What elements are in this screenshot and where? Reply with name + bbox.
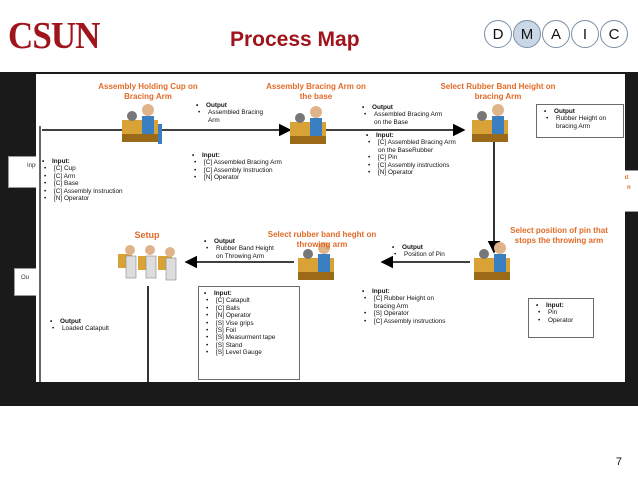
step-title-assembly-bracing-arm: Assembly Bracing Arm on the base <box>266 82 366 101</box>
input-item: [S] Operator <box>364 310 452 318</box>
input-item: Operator <box>538 317 592 325</box>
input-item: [N] Operator <box>44 195 123 203</box>
input-item: [C] Assembled Bracing Arm on the BaseRub… <box>368 139 458 154</box>
input-item: [N] Operator <box>194 174 288 182</box>
input-item: [C] Assembly instructions <box>364 318 452 326</box>
flow-arrows <box>39 123 501 382</box>
input-item: [C] Arm <box>44 173 123 181</box>
input-item: [S] Vise grips <box>206 320 298 328</box>
worker-icon-step4 <box>474 242 510 280</box>
worker-icon-step1 <box>122 104 162 144</box>
dmaic-c: C <box>600 20 628 48</box>
input-item: [S] Stand <box>206 342 298 350</box>
output-item: Position of Pin <box>394 251 472 259</box>
page-title: Process Map <box>230 28 360 51</box>
step-title-rubber-band-throwing: Select rubber band heght on throwing arm <box>267 230 377 249</box>
input-item: [C] Assembled Bracing Arm <box>194 159 288 167</box>
input-item: [C] Base <box>44 180 123 188</box>
output-block-step4: Output Position of Pin <box>392 244 472 259</box>
dmaic-m: M <box>513 20 541 48</box>
output-item: Loaded Catapult <box>52 325 140 333</box>
input-item: [C] Assembly Instruction <box>194 167 288 175</box>
output-item: Assembled Bracing Arm on the Base <box>364 111 450 126</box>
output-block-step2: Output Assembled Bracing Arm on the Base <box>362 104 450 126</box>
dmaic-a: A <box>542 20 570 48</box>
output-block-setup: Output Loaded Catapult <box>50 318 140 333</box>
output-block-step1: Output Assembled Bracing Arm <box>196 102 264 124</box>
input-item: [C] Cup <box>44 165 123 173</box>
output-block-step5: Output Rubber Band Height on Throwing Ar… <box>204 238 276 260</box>
input-block-step1: Input: [C] Cup [C] Arm [C] Base [C] Asse… <box>42 158 123 203</box>
worker-icon-step2 <box>290 106 326 144</box>
process-map-canvas: Assembly Holding Cup on Bracing Arm Asse… <box>36 74 625 382</box>
step-title-rubber-band-bracing: Select Rubber Band Height on bracing Arm <box>440 82 556 101</box>
page-number: 7 <box>615 456 622 468</box>
input-item: [S] Foil <box>206 327 298 335</box>
dmaic-i: I <box>571 20 599 48</box>
dmaic-indicator: D M A I C <box>484 20 630 48</box>
output-item: Rubber Height on bracing Arm <box>546 115 622 130</box>
input-item: [N] Operator <box>206 312 298 320</box>
input-block-step5: Input: [C] Rubber Height on bracing Arm … <box>362 288 452 325</box>
input-item: [C] Pin <box>368 154 458 162</box>
input-item: [C] Assembly Instruction <box>44 188 122 196</box>
worker-icon-step3 <box>472 104 508 142</box>
input-item: Pin <box>538 309 592 317</box>
csun-logo: CSUN <box>8 15 100 57</box>
output-item: Rubber Band Height on Throwing Arm <box>206 245 276 260</box>
input-item: [C] Catapult <box>206 297 298 305</box>
step-title-assembly-holding-cup: Assembly Holding Cup on Bracing Arm <box>98 82 198 101</box>
step-title-setup: Setup <box>134 230 160 240</box>
input-item: [C] Rubber Height on bracing Arm <box>364 295 452 310</box>
output-block-step3: Output Rubber Height on bracing Arm <box>544 108 622 130</box>
input-item: [C] Balls <box>206 305 298 313</box>
worker-icon-step5 <box>298 242 334 280</box>
output-item: Assembled Bracing Arm <box>198 109 264 124</box>
input-block-step4: Input: Pin Operator <box>536 302 592 325</box>
step-title-pin-position: Select position of pin that stops the th… <box>510 226 608 245</box>
input-item: [N] Operator <box>368 169 458 177</box>
input-block-setup: Input: [C] Catapult [C] Balls [N] Operat… <box>204 290 298 357</box>
dmaic-d: D <box>484 20 512 48</box>
input-item: [C] Assembly instructions <box>368 162 458 170</box>
input-item: [S] Measurment tape <box>206 334 298 342</box>
input-block-step2: Input: [C] Assembled Bracing Arm [C] Ass… <box>192 152 288 182</box>
input-block-step3: Input: [C] Assembled Bracing Arm on the … <box>366 132 458 177</box>
input-item: [S] Level Gauge <box>206 349 298 357</box>
setup-workers-icon <box>118 245 177 281</box>
